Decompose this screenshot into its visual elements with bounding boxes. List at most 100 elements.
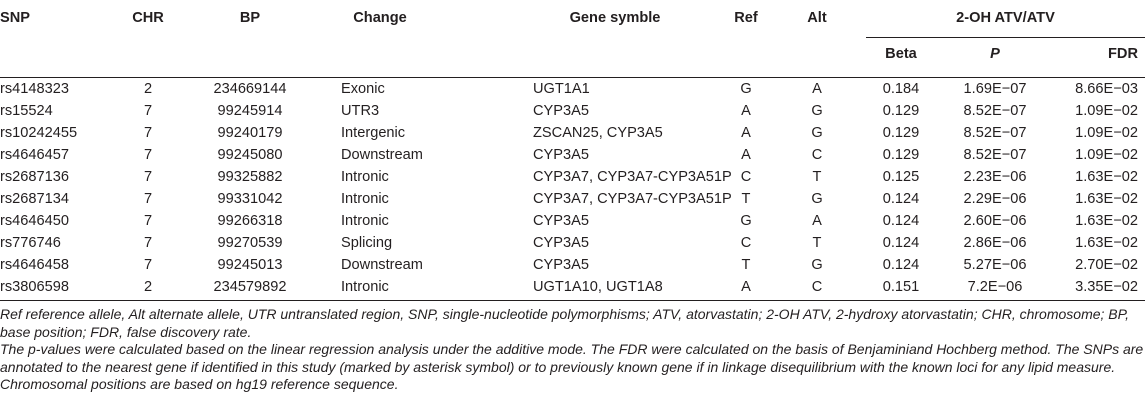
cell-snp: rs4646458 — [0, 257, 69, 273]
cell-p: 5.27E−06 — [963, 257, 1027, 273]
footnote-abbreviations: Ref reference allele, Alt alternate alle… — [0, 306, 1130, 340]
cell-p: 8.52E−07 — [963, 147, 1027, 163]
cell-alt: T — [812, 169, 822, 185]
cell-beta: 0.124 — [882, 235, 920, 251]
cell-gene: CYP3A5 — [533, 213, 589, 229]
cell-beta: 0.124 — [882, 213, 920, 229]
cell-gene: CYP3A7, CYP3A7-CYP3A51P — [533, 169, 732, 185]
cell-ref: A — [741, 279, 751, 295]
cell-ref: T — [741, 191, 751, 207]
cell-bp: 234579892 — [213, 279, 287, 295]
header-bottom-rule — [0, 77, 1145, 78]
footnotes: Ref reference allele, Alt alternate alle… — [0, 306, 1145, 394]
table-header-row-1: SNP CHR BP Change Gene symble Ref Alt 2-… — [0, 0, 1145, 37]
table-bottom-rule — [0, 300, 1145, 301]
cell-chr: 7 — [143, 169, 153, 185]
cell-snp: rs10242455 — [0, 125, 78, 141]
cell-snp: rs4148323 — [0, 81, 69, 97]
cell-alt: G — [811, 191, 823, 207]
cell-change: Splicing — [341, 235, 393, 251]
cell-change: UTR3 — [341, 103, 380, 119]
cell-ref: T — [741, 257, 751, 273]
cell-bp: 99270539 — [217, 235, 283, 251]
cell-bp: 234669144 — [213, 81, 287, 97]
header-alt: Alt — [807, 10, 827, 26]
cell-fdr: 1.63E−02 — [1075, 191, 1138, 207]
cell-fdr: 3.35E−02 — [1075, 279, 1138, 295]
cell-gene: UGT1A10, UGT1A8 — [533, 279, 663, 295]
cell-change: Exonic — [341, 81, 385, 97]
cell-fdr: 1.09E−02 — [1075, 103, 1138, 119]
cell-beta: 0.124 — [882, 191, 920, 207]
cell-chr: 7 — [143, 235, 153, 251]
header-gene: Gene symble — [569, 10, 661, 26]
cell-snp: rs15524 — [0, 103, 53, 119]
header-ref: Ref — [734, 10, 758, 26]
cell-snp: rs776746 — [0, 235, 61, 251]
cell-change: Intronic — [341, 213, 389, 229]
cell-chr: 7 — [143, 125, 153, 141]
cell-fdr: 8.66E−03 — [1075, 81, 1138, 97]
cell-ref: G — [740, 81, 752, 97]
cell-fdr: 1.09E−02 — [1075, 125, 1138, 141]
table-row: rs10242455 7 99240179 Intergenic ZSCAN25, CY… — [0, 122, 1145, 144]
footnote-methods: The p-values were calculated based on th… — [0, 341, 1144, 392]
results-table: SNP CHR BP Change Gene symble Ref Alt 2-… — [0, 0, 1145, 301]
cell-beta: 0.129 — [882, 147, 920, 163]
cell-gene: ZSCAN25, CYP3A5 — [533, 125, 663, 141]
cell-change: Intronic — [341, 169, 389, 185]
header-snp: SNP — [0, 10, 31, 26]
cell-change: Intronic — [341, 279, 389, 295]
cell-change: Downstream — [341, 147, 423, 163]
cell-change: Intergenic — [341, 125, 406, 141]
header-p: P — [990, 46, 1000, 62]
header-chr: CHR — [132, 10, 164, 26]
cell-p: 2.60E−06 — [963, 213, 1027, 229]
cell-ref: A — [741, 103, 751, 119]
cell-beta: 0.129 — [882, 125, 920, 141]
cell-alt: T — [812, 235, 822, 251]
header-fdr: FDR — [1108, 46, 1138, 62]
cell-gene: CYP3A7, CYP3A7-CYP3A51P — [533, 191, 732, 207]
cell-snp: rs4646450 — [0, 213, 69, 229]
cell-fdr: 1.63E−02 — [1075, 235, 1138, 251]
cell-bp: 99245080 — [217, 147, 283, 163]
header-beta: Beta — [885, 46, 917, 62]
cell-alt: G — [811, 257, 823, 273]
cell-bp: 99240179 — [217, 125, 283, 141]
cell-snp: rs2687134 — [0, 191, 69, 207]
cell-bp: 99325882 — [217, 169, 283, 185]
cell-beta: 0.184 — [882, 81, 920, 97]
cell-bp: 99245914 — [217, 103, 283, 119]
header-group: 2-OH ATV/ATV — [956, 10, 1055, 26]
cell-ref: A — [741, 147, 751, 163]
cell-chr: 2 — [143, 279, 153, 295]
cell-p: 2.86E−06 — [963, 235, 1027, 251]
cell-alt: C — [811, 279, 823, 295]
cell-fdr: 1.09E−02 — [1075, 147, 1138, 163]
cell-gene: CYP3A5 — [533, 257, 589, 273]
cell-chr: 2 — [143, 81, 153, 97]
cell-bp: 99266318 — [217, 213, 283, 229]
cell-p: 2.23E−06 — [963, 169, 1027, 185]
cell-ref: A — [741, 125, 751, 141]
table-row: rs2687134 7 99331042 Intronic CYP3A7, CYP3A7… — [0, 188, 1145, 210]
cell-p: 1.69E−07 — [963, 81, 1027, 97]
header-bp: BP — [239, 10, 261, 26]
cell-change: Intronic — [341, 191, 389, 207]
cell-fdr: 2.70E−02 — [1075, 257, 1138, 273]
cell-p: 2.29E−06 — [963, 191, 1027, 207]
cell-p: 7.2E−06 — [967, 279, 1023, 295]
header-change: Change — [353, 10, 407, 26]
cell-gene: UGT1A1 — [533, 81, 590, 97]
cell-chr: 7 — [143, 191, 153, 207]
cell-bp: 99331042 — [217, 191, 283, 207]
cell-beta: 0.125 — [882, 169, 920, 185]
